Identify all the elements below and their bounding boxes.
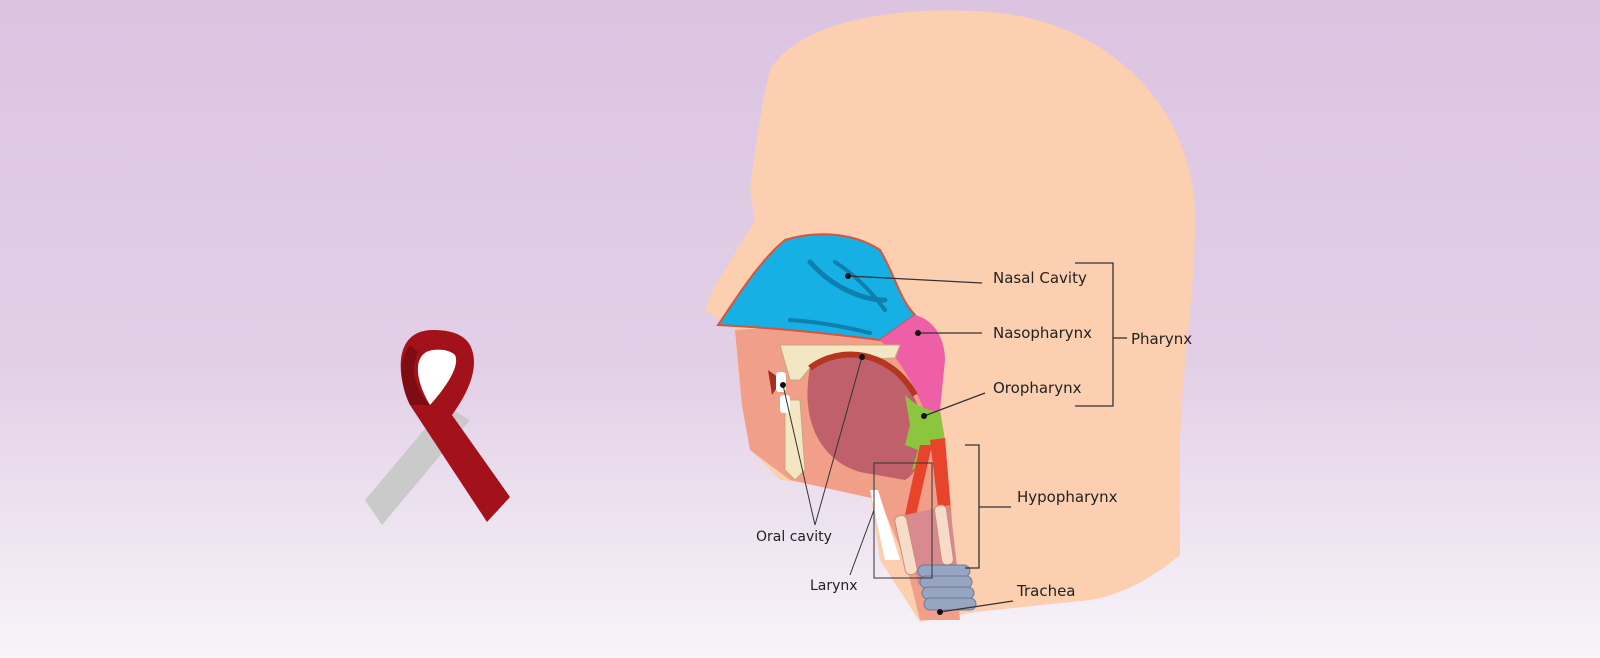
awareness-ribbon-icon: [365, 330, 510, 525]
label-oral-cavity: Oral cavity: [756, 529, 832, 545]
trachea-rings: [917, 564, 977, 611]
nasopharynx-region: [880, 315, 945, 418]
label-nasopharynx: Nasopharynx: [993, 324, 1092, 342]
label-larynx: Larynx: [810, 578, 858, 594]
label-nasal-cavity: Nasal Cavity: [993, 269, 1087, 287]
label-pharynx: Pharynx: [1131, 330, 1192, 348]
nasal-cavity-region: [716, 233, 917, 342]
label-trachea: Trachea: [1016, 582, 1076, 600]
label-oropharynx: Oropharynx: [993, 379, 1082, 397]
label-hypopharynx: Hypopharynx: [1017, 488, 1118, 506]
oropharynx-region: [905, 395, 945, 470]
